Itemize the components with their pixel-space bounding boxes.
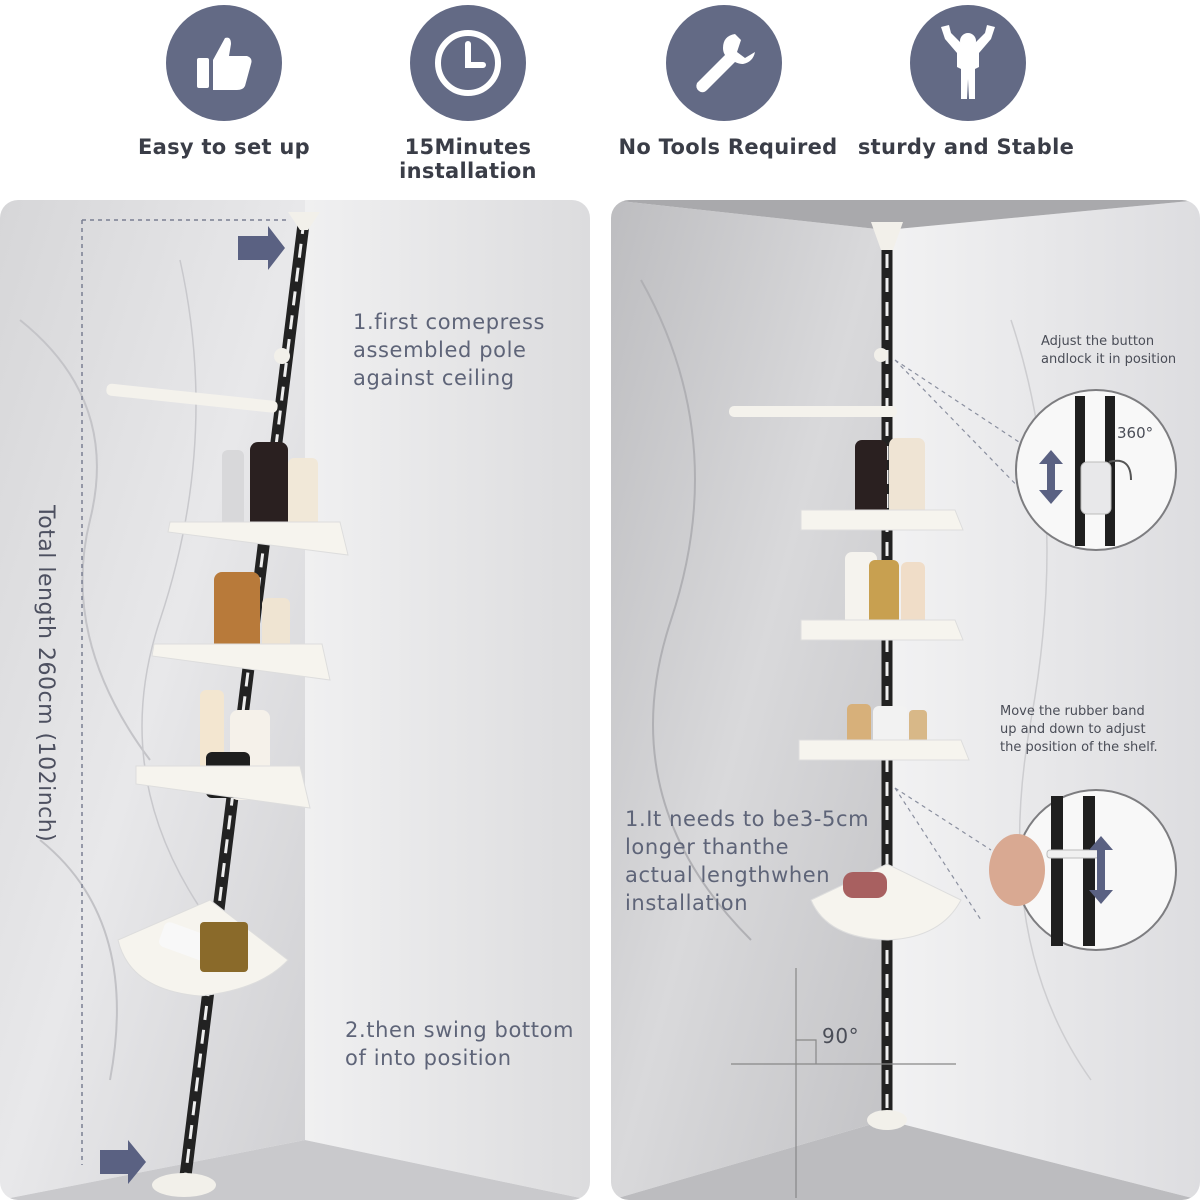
shelf-1 (800, 438, 964, 531)
length-note-line: longer thanthe (625, 835, 790, 859)
band-note: Move the rubber band up and down to adju… (1000, 703, 1158, 757)
angle-label: 90° (822, 1024, 860, 1048)
step1-line: 1.first comepress (353, 310, 546, 334)
band-note-line: up and down to adjust (1000, 722, 1146, 737)
right-panel: Adjust the button andlock it in position… (611, 200, 1200, 1200)
step1-line: against ceiling (353, 366, 515, 390)
strong-person-icon (910, 5, 1026, 121)
shelf-2 (800, 552, 964, 641)
shelf-1 (167, 442, 349, 556)
step2-text: 2.then swing bottom of into position (345, 1016, 574, 1072)
step1-text: 1.first comepress assembled pole against… (353, 308, 545, 392)
shelf-3 (798, 704, 970, 761)
band-note-line: the position of the shelf. (1000, 740, 1158, 755)
total-length-label: Total length 260cm (102inch) (33, 505, 58, 843)
shelf-4 (117, 899, 289, 997)
feature-label: sturdy and Stable (857, 135, 1075, 159)
step2-line: of into position (345, 1046, 512, 1070)
zoom-lock-detail (1015, 389, 1177, 551)
shelf-4 (810, 863, 962, 941)
features-row: Easy to set up 15Minutes installation No… (0, 0, 1200, 190)
length-note-line: installation (625, 891, 749, 915)
zoom-band-detail (989, 789, 1177, 951)
adjust-note-line: Adjust the button (1041, 334, 1155, 349)
feature-label: Easy to set up (137, 135, 311, 159)
step1-line: assembled pole (353, 338, 527, 362)
left-panel: 1.first comepress assembled pole against… (0, 200, 590, 1200)
wrench-icon (666, 5, 782, 121)
step2-line: 2.then swing bottom (345, 1018, 575, 1042)
adjust-note-line: andlock it in position (1041, 352, 1177, 367)
length-note-line: actual lengthwhen (625, 863, 831, 887)
feature-label: 15Minutes installation (399, 135, 537, 183)
shelf-2 (151, 572, 331, 681)
thumbs-up-icon (166, 5, 282, 121)
shelf-3 (135, 690, 311, 809)
length-note: 1.It needs to be3-5cm longer thanthe act… (625, 805, 869, 917)
right-scene (611, 200, 1200, 1200)
feature-label: No Tools Required (618, 135, 838, 159)
adjust-note: Adjust the button andlock it in position (1041, 333, 1176, 369)
left-scene (0, 200, 590, 1200)
rotation-label: 360° (1117, 424, 1154, 442)
length-note-line: 1.It needs to be3-5cm (625, 807, 870, 831)
clock-icon (410, 5, 526, 121)
band-note-line: Move the rubber band (1000, 704, 1145, 719)
